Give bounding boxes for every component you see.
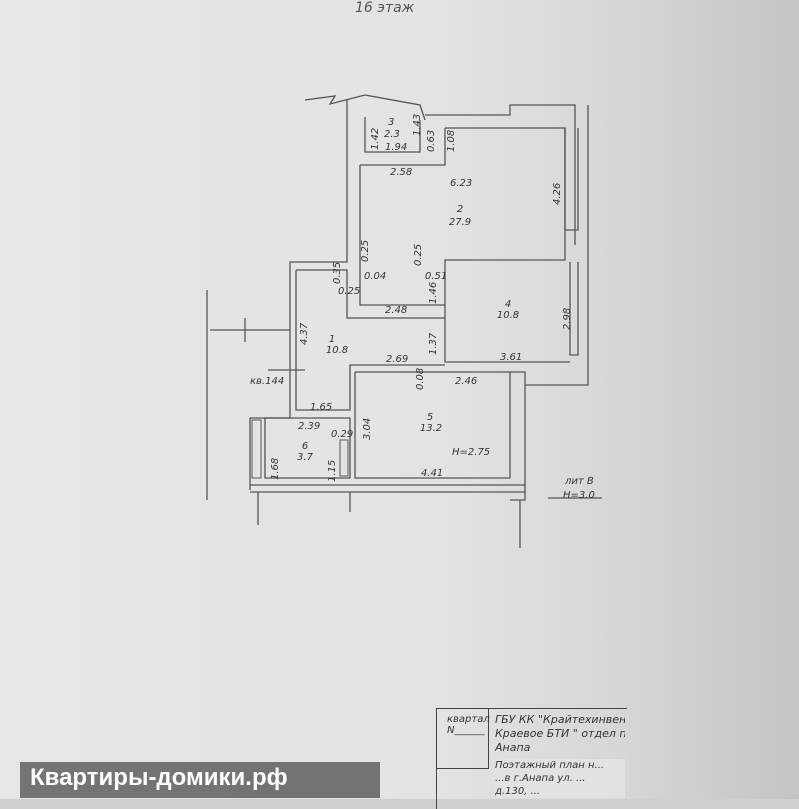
room2-area: 27.9 (449, 217, 471, 228)
svg-text:1.65: 1.65 (310, 402, 332, 413)
room2-number: 2 (457, 204, 463, 215)
room3-area: 2.3 (384, 129, 400, 140)
shaft-left (251, 419, 262, 479)
kvartal-cell: квартал N______ (437, 709, 490, 769)
svg-text:0.25: 0.25 (360, 240, 371, 262)
shaft-right (339, 439, 349, 477)
svg-text:2.48: 2.48 (385, 305, 407, 316)
svg-text:1.08: 1.08 (446, 130, 457, 152)
svg-text:4.37: 4.37 (299, 322, 310, 345)
window-room5 (510, 371, 526, 501)
room1-number: 1 (329, 334, 335, 345)
svg-text:0.35: 0.35 (332, 262, 343, 284)
svg-text:0.04: 0.04 (364, 271, 386, 282)
room6-walls (264, 417, 351, 479)
room2-room4-wall (444, 127, 570, 363)
organization-cell: ГБУ КК "Крайтехинвен Краевое БТИ " отдел… (495, 713, 625, 754)
dimensions: 1.94 1.42 1.43 0.63 1.08 2.58 6.23 4.26 … (270, 114, 573, 482)
outer-wall-left (249, 100, 348, 490)
break-line-top (304, 94, 426, 121)
floor-label: 16 этаж (355, 0, 415, 16)
svg-text:1.15: 1.15 (327, 460, 338, 482)
lit-height-label: H=3.0 (563, 490, 595, 501)
svg-text:0.29: 0.29 (331, 429, 353, 440)
svg-text:4.26: 4.26 (552, 183, 563, 205)
room5-walls (354, 371, 511, 479)
svg-text:0.25: 0.25 (413, 244, 424, 266)
room1-top (296, 269, 445, 319)
room1-area: 10.8 (326, 345, 348, 356)
svg-text:0.63: 0.63 (426, 130, 437, 152)
room3-number: 3 (388, 117, 394, 128)
lit-label: лит В (564, 476, 594, 487)
svg-text:1.46: 1.46 (428, 282, 439, 304)
room4-number: 4 (505, 299, 511, 310)
svg-text:4.41: 4.41 (421, 468, 443, 479)
svg-text:0.25: 0.25 (338, 286, 360, 297)
room4-area: 10.8 (497, 310, 519, 321)
outer-wall-right (525, 105, 589, 386)
room2-left-wall (359, 165, 445, 306)
svg-text:3.04: 3.04 (362, 418, 373, 440)
svg-text:3.61: 3.61 (500, 352, 522, 363)
svg-text:1.42: 1.42 (370, 128, 381, 150)
svg-text:6.23: 6.23 (450, 178, 472, 189)
window-right-mid (569, 262, 579, 356)
room2-top-left (360, 128, 446, 166)
walls (206, 94, 602, 548)
svg-text:2.58: 2.58 (390, 167, 412, 178)
room6-area: 3.7 (297, 452, 314, 463)
window-right-top (564, 128, 579, 231)
svg-text:1.43: 1.43 (412, 114, 423, 136)
svg-text:2.46: 2.46 (455, 376, 477, 387)
room-labels: 3 2.3 2 27.9 1 10.8 4 10.8 5 13.2 6 3.7 (297, 117, 519, 463)
svg-text:2.98: 2.98 (562, 308, 573, 330)
plan-cell: Поэтажный план н... ...в г.Анапа ул. ...… (495, 759, 625, 798)
svg-text:0.08: 0.08 (415, 368, 426, 390)
apartment-label: кв.144 (250, 376, 284, 387)
room5-number: 5 (427, 412, 433, 423)
svg-text:1.68: 1.68 (270, 458, 281, 480)
svg-text:0.51: 0.51 (425, 271, 447, 282)
outer-wall-top (425, 104, 576, 245)
watermark: Квартиры-домики.рф (20, 762, 380, 798)
room5-area: 13.2 (420, 423, 442, 434)
svg-text:2.69: 2.69 (386, 354, 408, 365)
svg-text:1.94: 1.94 (385, 142, 407, 153)
svg-text:2.39: 2.39 (298, 421, 320, 432)
watermark-text: Квартиры-домики.рф (30, 764, 288, 791)
room-height-label: H=2.75 (452, 447, 490, 458)
room6-number: 6 (302, 441, 308, 452)
title-block: квартал N______ ГБУ КК "Крайтехинвен Кра… (436, 708, 627, 809)
svg-text:1.37: 1.37 (428, 332, 439, 355)
room1-walls (295, 270, 445, 411)
room3-wall (364, 117, 421, 153)
